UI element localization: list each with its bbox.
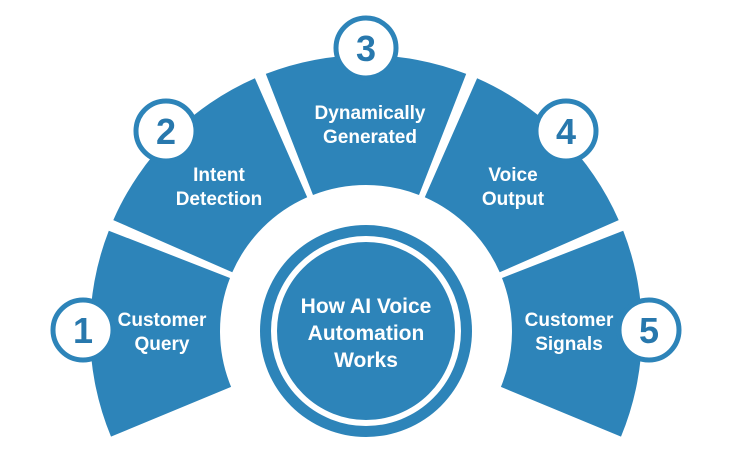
step-5-number: 5 — [639, 310, 659, 351]
step-5-label-line-2: Signals — [535, 334, 603, 355]
diagram-title-line-3: Works — [334, 349, 398, 372]
segment-4-voice-output — [424, 78, 619, 273]
segment-labels: Customer Query Intent Detection Dynamica… — [118, 103, 614, 355]
step-4-label-line-1: Voice — [488, 165, 537, 186]
step-2-number: 2 — [156, 111, 176, 152]
center-disc — [260, 225, 472, 437]
step-5-badge-circle — [616, 297, 682, 363]
segment-2-intent-detection — [113, 78, 308, 273]
step-2-badge-circle — [133, 98, 199, 164]
step-4-label-line-2: Output — [482, 189, 545, 210]
step-5-label-line-1: Customer — [525, 310, 614, 331]
step-badges: 1 2 3 4 5 — [50, 15, 682, 363]
fan-segments — [89, 55, 643, 437]
step-3-badge-circle — [333, 15, 399, 81]
step-3-label-line-2: Generated — [323, 127, 417, 148]
step-1-badge: 1 — [50, 297, 116, 363]
step-3-badge: 3 — [333, 15, 399, 81]
step-2-label-line-1: Intent — [193, 165, 245, 186]
step-3-label-line-1: Dynamically — [315, 103, 426, 124]
diagram-title-line-2: Automation — [308, 322, 425, 345]
step-4-number: 4 — [556, 111, 576, 152]
center-hub: How AI Voice Automation Works — [260, 225, 472, 437]
step-1-number: 1 — [73, 310, 93, 351]
segment-1-customer-query — [89, 230, 232, 437]
step-5-badge: 5 — [616, 297, 682, 363]
step-1-label-line-2: Query — [135, 334, 190, 355]
step-2-badge: 2 — [133, 98, 199, 164]
step-1-badge-circle — [50, 297, 116, 363]
center-ring-icon — [271, 236, 461, 426]
step-1-label-line-1: Customer — [118, 310, 207, 331]
step-2-label-line-2: Detection — [176, 189, 263, 210]
step-4-badge: 4 — [533, 98, 599, 164]
segment-5-customer-signals — [500, 230, 643, 437]
step-3-number: 3 — [356, 28, 376, 69]
diagram-title-line-1: How AI Voice — [301, 295, 432, 318]
step-4-badge-circle — [533, 98, 599, 164]
segment-3-dynamically-generated — [265, 55, 467, 195]
